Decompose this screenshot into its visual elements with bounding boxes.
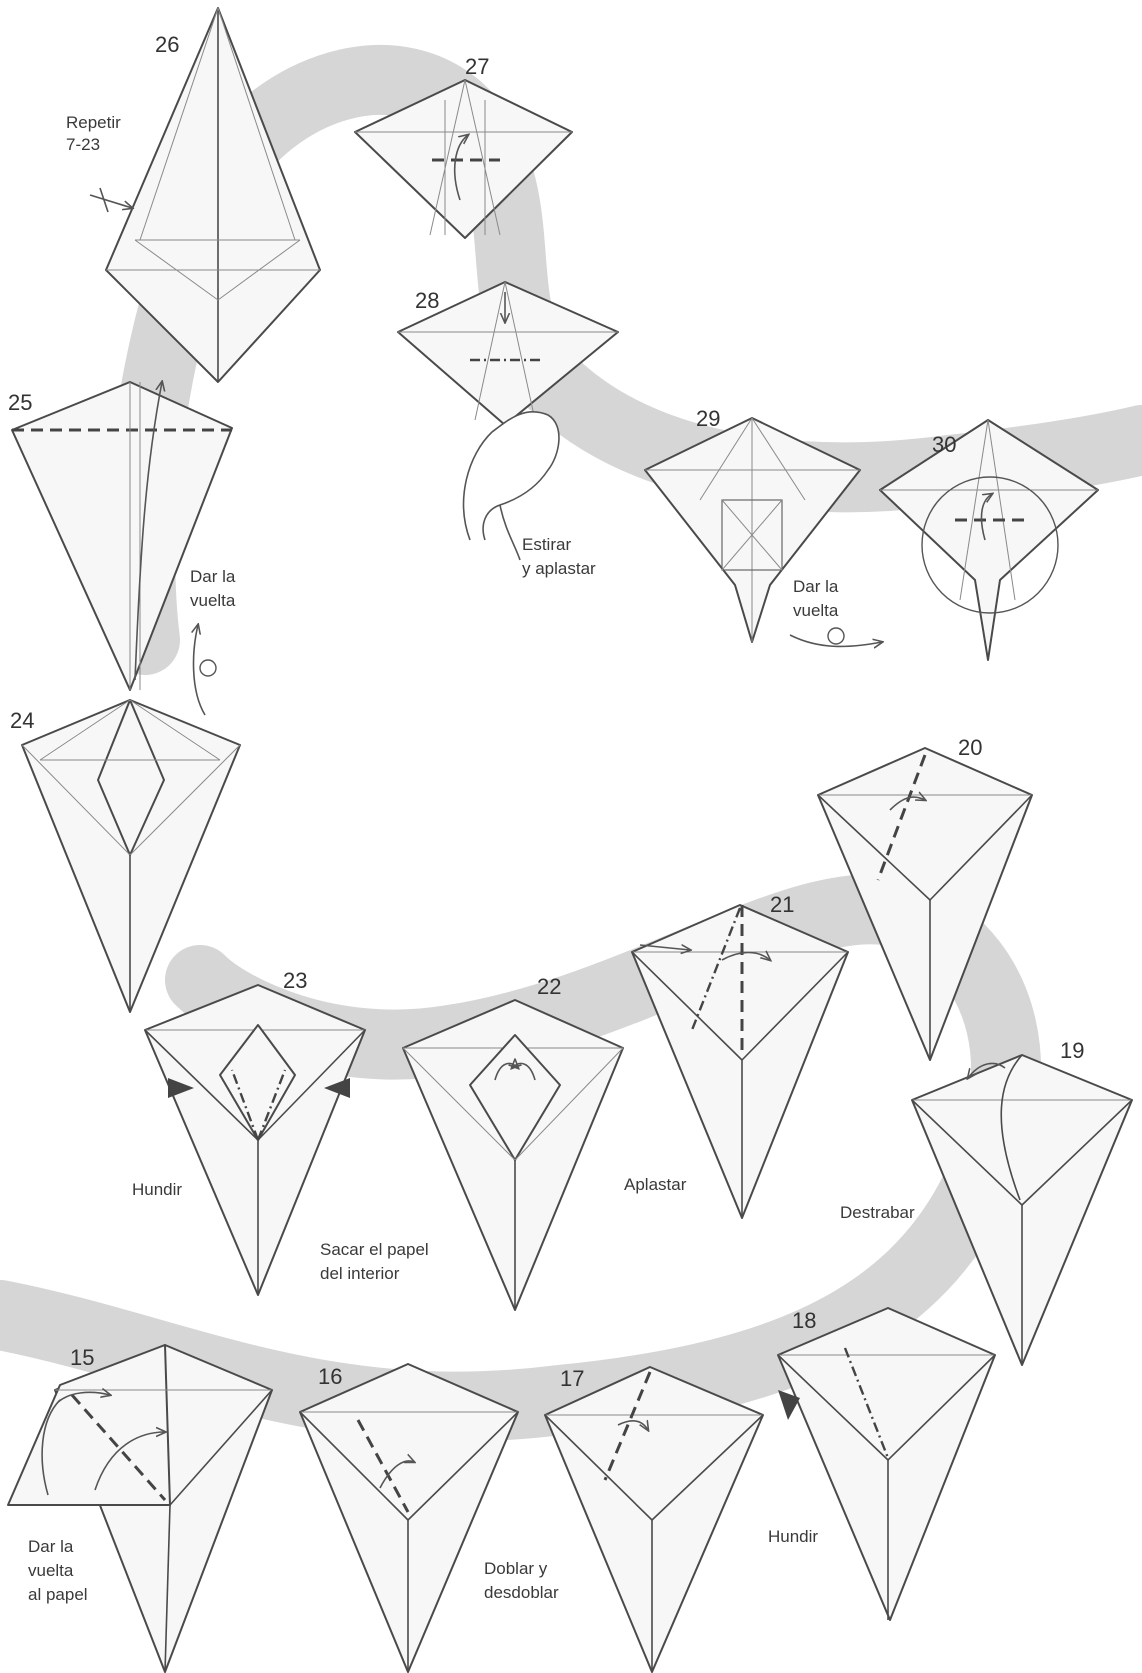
repeat-caption-line2: 7-23: [66, 135, 100, 154]
step-15-figure: [8, 1345, 272, 1672]
squash-caption: Aplastar: [624, 1175, 687, 1194]
stretch-caption-line2: y aplastar: [522, 559, 596, 578]
sink-caption-a: Hundir: [132, 1180, 182, 1199]
fold-unfold-caption-line1: Doblar y: [484, 1559, 548, 1578]
sink-caption-b: Hundir: [768, 1527, 818, 1546]
step-22-figure: [403, 1000, 623, 1310]
step-28-number: 28: [415, 288, 439, 313]
step-18-figure: [778, 1308, 995, 1620]
step-26-number: 26: [155, 32, 179, 57]
step-16-number: 16: [318, 1364, 342, 1389]
step-18-number: 18: [792, 1308, 816, 1333]
step-25-figure: [12, 382, 232, 690]
turn-paper-caption-line3: al papel: [28, 1585, 88, 1604]
step-29-number: 29: [696, 406, 720, 431]
fold-unfold-caption-line2: desdoblar: [484, 1583, 559, 1602]
turn-over-caption-a-line1: Dar la: [190, 567, 236, 586]
turn-over-caption-b-line2: vuelta: [793, 601, 839, 620]
turn-over-caption-a-line2: vuelta: [190, 591, 236, 610]
step-23-number: 23: [283, 968, 307, 993]
hand-icon: [464, 412, 559, 540]
unlock-caption: Destrabar: [840, 1203, 915, 1222]
pull-out-caption-line1: Sacar el papel: [320, 1240, 429, 1259]
pull-out-caption-line2: del interior: [320, 1264, 400, 1283]
step-16-figure: [300, 1364, 518, 1672]
step-30-number: 30: [932, 432, 956, 457]
turn-over-symbol-a: [194, 625, 216, 715]
step-15-number: 15: [70, 1345, 94, 1370]
repeat-caption-line1: Repetir: [66, 113, 121, 132]
stretch-caption-line1: Estirar: [522, 535, 571, 554]
step-21-number: 21: [770, 892, 794, 917]
step-17-figure: [545, 1367, 763, 1672]
step-26-figure: [90, 8, 320, 382]
step-17-number: 17: [560, 1366, 584, 1391]
step-21-figure: [632, 905, 848, 1218]
turn-over-symbol-b: [790, 628, 882, 646]
step-24-number: 24: [10, 708, 34, 733]
step-25-number: 25: [8, 390, 32, 415]
turn-over-caption-b-line1: Dar la: [793, 577, 839, 596]
turn-paper-caption-line1: Dar la: [28, 1537, 74, 1556]
step-22-number: 22: [537, 974, 561, 999]
step-27-number: 27: [465, 54, 489, 79]
step-20-number: 20: [958, 735, 982, 760]
turn-paper-caption-line2: vuelta: [28, 1561, 74, 1580]
step-19-number: 19: [1060, 1038, 1084, 1063]
